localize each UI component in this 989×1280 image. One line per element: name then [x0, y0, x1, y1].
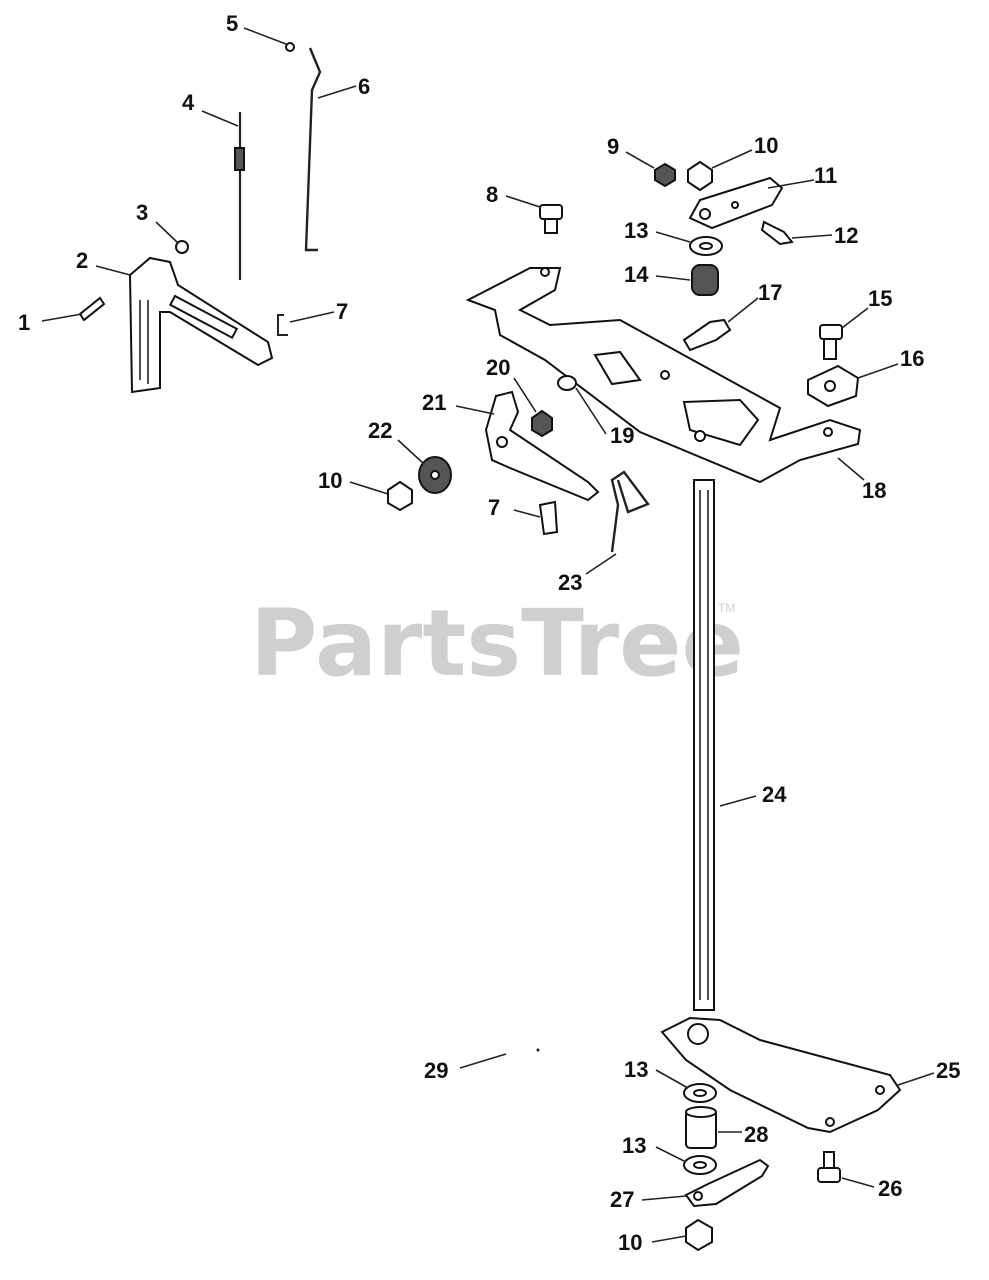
- callout-8[interactable]: 8: [486, 182, 498, 207]
- part-25-lower-plate[interactable]: [660, 1016, 902, 1134]
- callout-28[interactable]: 28: [744, 1122, 768, 1147]
- callout-3[interactable]: 3: [136, 200, 148, 225]
- part-10-nut-upper[interactable]: [687, 160, 713, 192]
- callout-25[interactable]: 25: [936, 1058, 960, 1083]
- callout-11[interactable]: 11: [814, 163, 837, 188]
- callout-23[interactable]: 23: [558, 570, 582, 595]
- callout-14[interactable]: 14: [624, 262, 649, 287]
- part-26-bolt[interactable]: [817, 1151, 841, 1183]
- leader-lines: [41, 27, 935, 1243]
- part-17-stud[interactable]: [682, 318, 732, 352]
- callout-12[interactable]: 12: [834, 223, 858, 248]
- callout-18[interactable]: 18: [862, 478, 886, 503]
- parts-tree-watermark: PartsTree: [250, 590, 744, 697]
- callout-20[interactable]: 20: [486, 355, 510, 380]
- callout-9[interactable]: 9: [607, 134, 619, 159]
- part-15-bolt[interactable]: [819, 324, 843, 360]
- callout-7-upper[interactable]: 7: [336, 299, 348, 324]
- part-5-clip[interactable]: [285, 42, 295, 52]
- callout-4[interactable]: 4: [182, 90, 195, 115]
- trademark-mark: TM: [718, 601, 735, 615]
- part-13-washer-middle[interactable]: [683, 1083, 717, 1103]
- part-20-nut[interactable]: [531, 409, 553, 438]
- callout-26[interactable]: 26: [878, 1176, 902, 1201]
- callout-29[interactable]: 29: [424, 1058, 448, 1083]
- part-8-bolt[interactable]: [539, 204, 563, 234]
- part-12-screw[interactable]: [760, 220, 794, 246]
- callout-21[interactable]: 21: [422, 390, 446, 415]
- part-10-nut-bottom[interactable]: [685, 1218, 713, 1252]
- part-21-lever[interactable]: [484, 390, 600, 502]
- callout-6[interactable]: 6: [358, 74, 370, 99]
- part-6-rod[interactable]: [304, 47, 322, 252]
- callout-24[interactable]: 24: [762, 782, 787, 807]
- callout-13-lower[interactable]: 13: [622, 1133, 646, 1158]
- part-11-lever[interactable]: [688, 176, 784, 230]
- part-10-nut-left[interactable]: [387, 480, 413, 512]
- callout-13-middle[interactable]: 13: [624, 1057, 648, 1082]
- callout-15[interactable]: 15: [868, 286, 892, 311]
- part-14-spring[interactable]: [691, 264, 719, 296]
- callout-19[interactable]: 19: [610, 423, 634, 448]
- part-9-nut[interactable]: [654, 162, 676, 188]
- callout-22[interactable]: 22: [368, 418, 392, 443]
- part-7-clip-lower[interactable]: [538, 500, 559, 536]
- callout-labels: 1 2 3 4 5 6 7 8 9 10 11 12 13 14 17 15 1…: [18, 11, 960, 1255]
- part-22-washer[interactable]: [418, 456, 452, 494]
- callout-16[interactable]: 16: [900, 346, 924, 371]
- callout-27[interactable]: 27: [610, 1187, 634, 1212]
- callout-13-upper[interactable]: 13: [624, 218, 648, 243]
- callout-5[interactable]: 5: [226, 11, 238, 36]
- part-4-spring[interactable]: [234, 112, 245, 280]
- part-27-arm[interactable]: [684, 1158, 770, 1208]
- callout-2[interactable]: 2: [76, 248, 88, 273]
- part-1-pin[interactable]: [78, 296, 106, 322]
- part-13-washer-upper[interactable]: [689, 236, 723, 256]
- part-2-lever-bracket[interactable]: [128, 256, 274, 394]
- part-18-main-bracket[interactable]: [465, 267, 862, 484]
- part-29-marker[interactable]: [536, 1048, 540, 1052]
- part-28-spacer[interactable]: [685, 1106, 717, 1149]
- callout-10-upper[interactable]: 10: [754, 133, 778, 158]
- part-19-washer[interactable]: [557, 375, 577, 391]
- callout-10-bottom[interactable]: 10: [618, 1230, 642, 1255]
- callout-1[interactable]: 1: [18, 310, 30, 335]
- part-3-ball[interactable]: [175, 240, 189, 254]
- callout-17[interactable]: 17: [758, 280, 782, 305]
- callout-10-left[interactable]: 10: [318, 468, 342, 493]
- part-7-clip-upper[interactable]: [277, 314, 288, 336]
- part-24-rod[interactable]: [693, 479, 715, 1011]
- callout-7-lower[interactable]: 7: [488, 495, 500, 520]
- part-16-block[interactable]: [807, 364, 860, 408]
- part-23-wire-link[interactable]: [610, 470, 650, 553]
- part-13-washer-lower[interactable]: [683, 1155, 717, 1175]
